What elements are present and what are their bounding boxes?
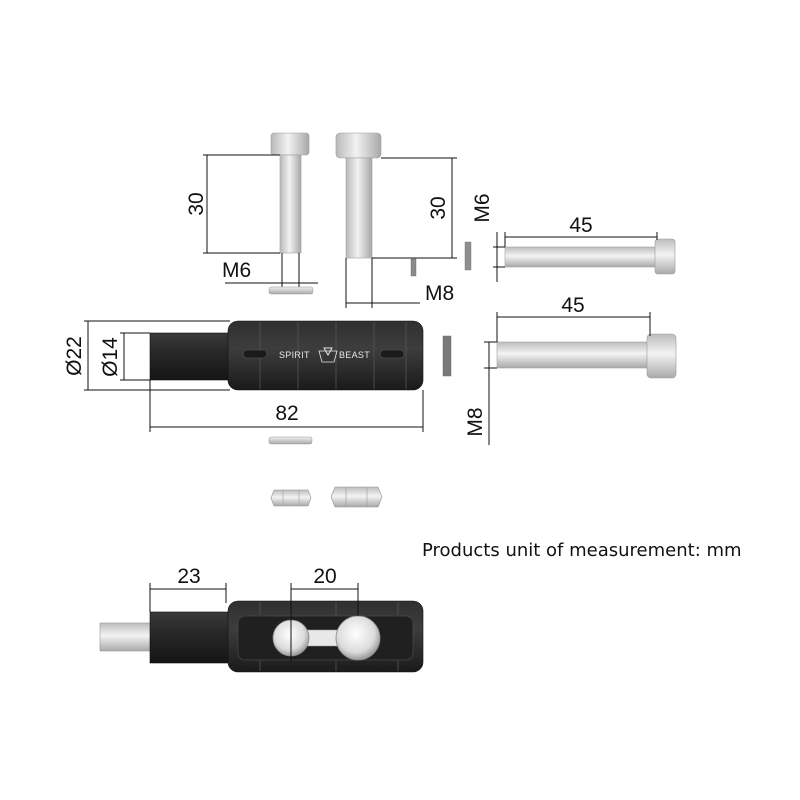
dimension-bolt-m6-thread [225, 253, 318, 288]
bolt-m8h-length-label: 45 [561, 294, 584, 317]
peg-length-label: 82 [275, 402, 298, 425]
peg-outer-diameter-label: Ø22 [63, 336, 86, 376]
dimension-bolt-m8-thread [345, 258, 420, 308]
washer-small-c [442, 335, 452, 377]
nut-m6 [270, 489, 312, 507]
bolt-m6-length-label: 30 [185, 192, 208, 215]
dimension-bottom-spacing [290, 583, 359, 662]
brand-label-right: BEAST [339, 350, 370, 360]
dimension-bottom-offset [149, 583, 227, 612]
measurement-unit-note: Products unit of measurement: mm [422, 540, 742, 561]
dimension-bolt-m8h-thread [484, 341, 497, 445]
bolt-m8h-thread-label: M8 [464, 407, 487, 436]
peg-side-view: SPIRIT BEAST [149, 320, 424, 391]
bolt-m6-thread-label: M6 [222, 259, 251, 282]
brand-logo-icon [318, 347, 338, 363]
bolt-m8-thread-label: M8 [425, 282, 454, 305]
washer-flat [268, 436, 313, 445]
bottom-spacing-label: 20 [313, 565, 336, 588]
bolt-m6h-length-label: 45 [569, 214, 592, 237]
bottom-offset-label: 23 [177, 565, 200, 588]
washer-small-a [410, 258, 417, 277]
dimension-bolt-m8-length [372, 157, 457, 259]
dimension-bolt-m8h-length [496, 312, 651, 342]
dimension-bolt-m6h-thread [493, 232, 505, 282]
dimension-peg-length [149, 380, 424, 432]
dimension-bolt-m6-length [203, 154, 280, 254]
bolt-m6-vertical [270, 132, 310, 254]
dimension-peg-outer [84, 320, 230, 391]
brand-label-left: SPIRIT [279, 350, 310, 360]
washer-small-b [464, 241, 472, 271]
peg-bottom-view [99, 600, 424, 673]
bolt-m8-horizontal [496, 333, 677, 379]
bolt-m8-vertical [335, 132, 382, 259]
washer-m6 [268, 286, 314, 295]
bolt-m6h-thread-label: M6 [471, 193, 494, 222]
peg-inner-diameter-label: Ø14 [99, 337, 122, 377]
bolt-head-m8-icon [335, 615, 381, 661]
bolt-m6-horizontal [504, 238, 676, 275]
dimension-bolt-m6h-length [504, 232, 658, 247]
nut-m8 [330, 486, 383, 508]
dimension-peg-inner [120, 332, 150, 381]
bolt-m8-length-label: 30 [427, 196, 450, 219]
